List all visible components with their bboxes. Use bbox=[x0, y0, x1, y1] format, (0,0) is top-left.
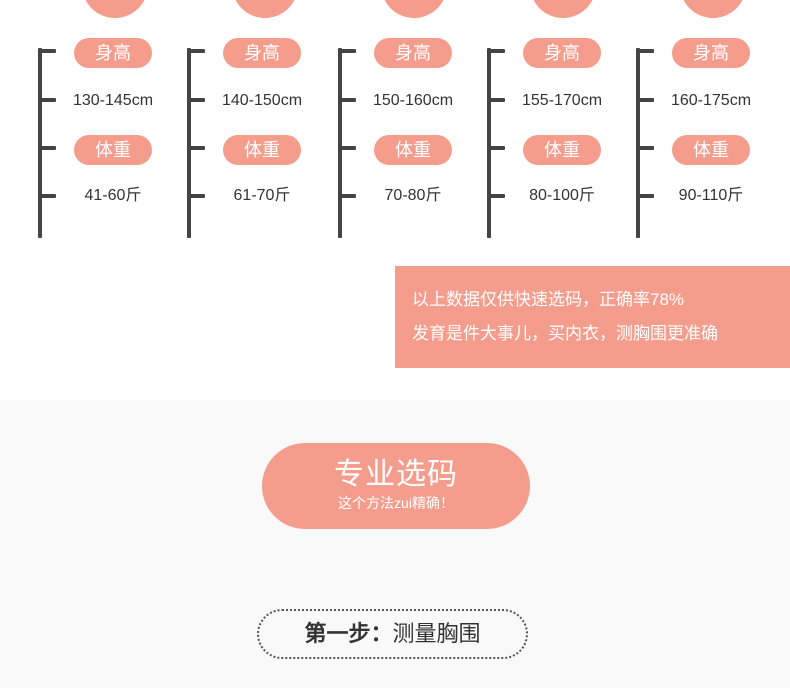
size-column: 身高 160-175cm 体重 90-110斤 bbox=[636, 38, 776, 240]
professional-sizing-button[interactable]: 专业选码 这个方法zui精确！ bbox=[262, 443, 530, 529]
decorative-circle bbox=[232, 0, 298, 18]
bracket-line bbox=[338, 48, 342, 238]
bracket-line bbox=[487, 48, 491, 238]
height-label: 身高 bbox=[374, 38, 452, 68]
bracket-tick bbox=[636, 49, 654, 53]
bracket-tick bbox=[636, 146, 654, 150]
bracket-tick bbox=[487, 98, 505, 102]
weight-value: 90-110斤 bbox=[678, 187, 744, 204]
bracket-tick bbox=[338, 49, 356, 53]
weight-label: 体重 bbox=[223, 135, 301, 165]
decorative-circle bbox=[82, 0, 148, 18]
size-chart: 身高 130-145cm 体重 41-60斤 身高 140-150cm 体重 6… bbox=[38, 0, 790, 368]
weight-label: 体重 bbox=[672, 135, 750, 165]
weight-label: 体重 bbox=[523, 135, 601, 165]
bracket-tick bbox=[636, 98, 654, 102]
decorative-circle bbox=[680, 0, 746, 18]
height-value: 150-160cm bbox=[372, 92, 454, 109]
size-column: 身高 150-160cm 体重 70-80斤 bbox=[338, 38, 478, 240]
bracket-line bbox=[38, 48, 42, 238]
bracket-line bbox=[636, 48, 640, 238]
height-label: 身高 bbox=[523, 38, 601, 68]
step-one-banner: 第一步：测量胸围 bbox=[257, 609, 528, 659]
weight-value: 61-70斤 bbox=[233, 187, 291, 204]
weight-value: 70-80斤 bbox=[384, 187, 442, 204]
bracket-tick bbox=[187, 194, 205, 198]
bracket-tick bbox=[338, 194, 356, 198]
bracket-tick bbox=[187, 98, 205, 102]
decorative-circle bbox=[530, 0, 596, 18]
weight-value: 41-60斤 bbox=[84, 187, 142, 204]
height-value: 160-175cm bbox=[670, 92, 752, 109]
bracket-tick bbox=[487, 49, 505, 53]
step-label: 第一步： bbox=[304, 621, 393, 646]
height-value: 155-170cm bbox=[521, 92, 603, 109]
bracket-tick bbox=[338, 98, 356, 102]
size-column: 身高 130-145cm 体重 41-60斤 bbox=[38, 38, 178, 240]
decorative-circle bbox=[381, 0, 447, 18]
height-label: 身高 bbox=[672, 38, 750, 68]
bracket-tick bbox=[187, 146, 205, 150]
bracket-tick bbox=[636, 194, 654, 198]
bracket-tick bbox=[38, 98, 56, 102]
notice-line-2: 发育是件大事儿，买内衣，测胸围更准确 bbox=[412, 324, 718, 343]
accuracy-notice: 以上数据仅供快速选码，正确率78% 发育是件大事儿，买内衣，测胸围更准确 bbox=[395, 266, 790, 368]
size-column: 身高 155-170cm 体重 80-100斤 bbox=[487, 38, 627, 240]
weight-value: 80-100斤 bbox=[529, 187, 595, 204]
weight-label: 体重 bbox=[374, 135, 452, 165]
bracket-tick bbox=[487, 194, 505, 198]
height-value: 130-145cm bbox=[72, 92, 154, 109]
bracket-tick bbox=[187, 49, 205, 53]
bracket-line bbox=[187, 48, 191, 238]
bracket-tick bbox=[487, 146, 505, 150]
bracket-tick bbox=[38, 194, 56, 198]
size-column: 身高 140-150cm 体重 61-70斤 bbox=[187, 38, 327, 240]
weight-label: 体重 bbox=[74, 135, 152, 165]
pro-button-title: 专业选码 bbox=[334, 458, 458, 491]
height-label: 身高 bbox=[74, 38, 152, 68]
height-value: 140-150cm bbox=[221, 92, 303, 109]
bracket-tick bbox=[338, 146, 356, 150]
bracket-tick bbox=[38, 49, 56, 53]
bracket-tick bbox=[38, 146, 56, 150]
height-label: 身高 bbox=[223, 38, 301, 68]
step-text: 测量胸围 bbox=[392, 621, 481, 646]
pro-button-subtitle: 这个方法zui精确！ bbox=[338, 495, 454, 511]
notice-line-1: 以上数据仅供快速选码，正确率78% bbox=[412, 290, 685, 309]
